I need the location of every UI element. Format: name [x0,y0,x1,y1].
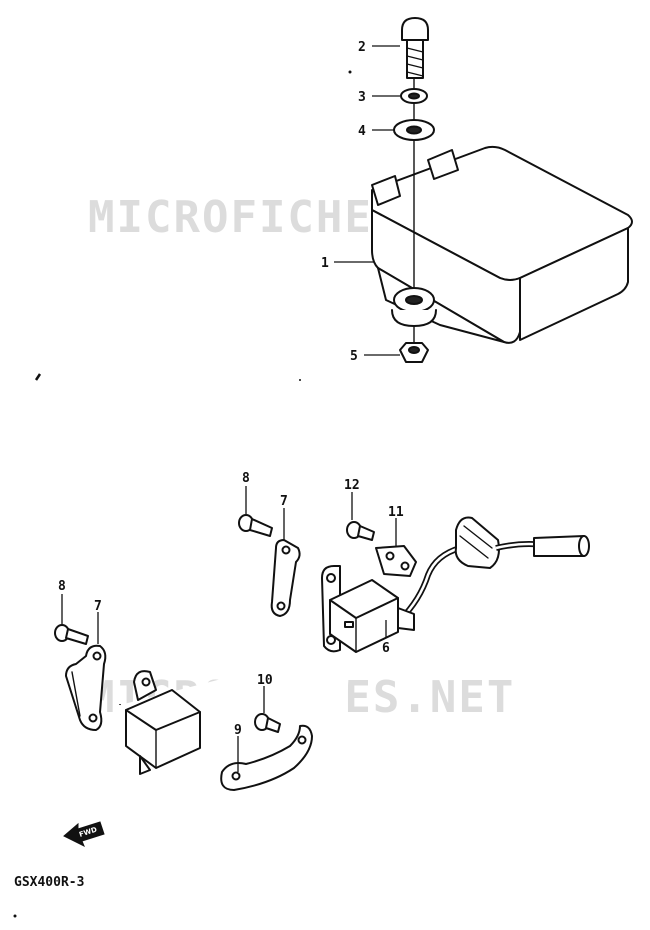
relay-unit [321,565,415,653]
callout-11: 11 [388,505,404,520]
bracket-7-lower [65,644,107,731]
bracket-7-upper [270,539,301,617]
callout-8-lower: 8 [58,579,66,594]
callout-3: 3 [358,90,366,105]
washer-small [400,88,428,104]
forward-arrow-icon: FWD [63,821,105,848]
callout-7-upper: 7 [280,494,288,509]
bracket-small [375,545,417,577]
scan-speck [34,373,42,381]
nut [399,342,429,363]
screw-8-lower [54,624,89,645]
callout-2: 2 [358,40,366,55]
clamp-9 [220,724,313,791]
rubber-grommet [391,287,437,327]
callout-1: 1 [321,256,329,271]
callout-4: 4 [358,124,366,139]
callout-7-lower: 7 [94,599,102,614]
wire-connector [454,516,590,569]
callout-8-upper: 8 [242,471,250,486]
bolt-top [401,17,429,79]
scan-speck [299,379,301,381]
control-unit-box [371,145,633,344]
callout-9: 9 [234,723,242,738]
screw-8-upper [238,514,273,537]
callout-5: 5 [350,349,358,364]
callout-12: 12 [344,478,360,493]
callout-10: 10 [257,673,273,688]
model-code-label: GSX400R-3 [14,875,84,890]
regulator-unit [125,670,201,775]
washer-large [393,119,435,141]
scan-speck [348,70,352,74]
scan-speck [13,914,17,918]
screw-10 [254,713,281,733]
callout-6: 6 [382,641,390,656]
screw-12 [346,521,375,541]
